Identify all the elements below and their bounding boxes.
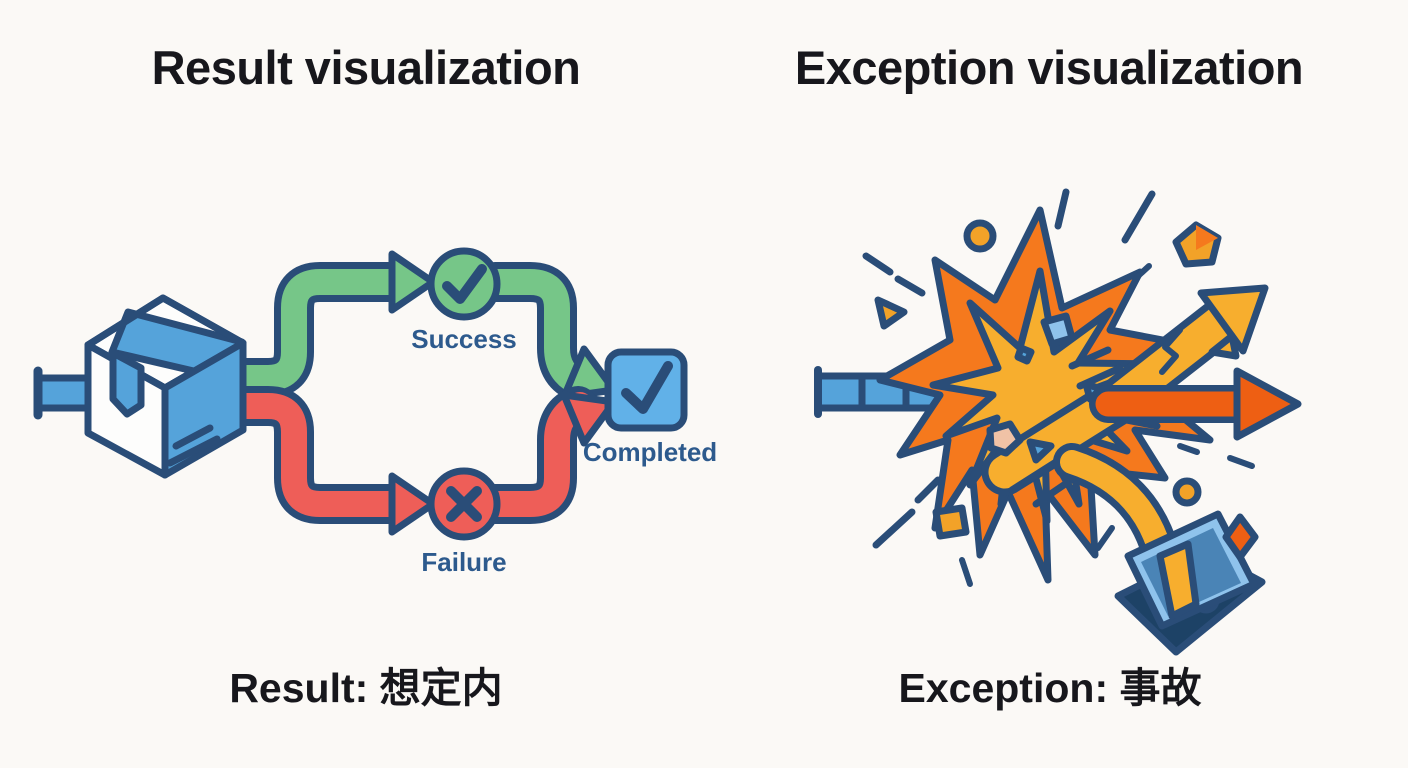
tape-flap (109, 349, 145, 418)
left-caption: Result: 想定内 (229, 665, 503, 711)
check-circle-icon (427, 247, 501, 321)
success-path (223, 250, 618, 402)
debris-orange-diamond (1222, 513, 1259, 561)
completed-label: Completed (582, 437, 718, 467)
debris-blue-square (1040, 312, 1076, 348)
debris-circle (963, 219, 997, 253)
package-box-icon (84, 294, 247, 479)
debris-pink (986, 420, 1024, 457)
left-title: Result visualization (151, 41, 581, 94)
debris-gold-square (932, 504, 970, 540)
right-caption: Exception: 事故 (898, 665, 1202, 711)
crack-line (1159, 327, 1183, 375)
x-circle-icon (427, 467, 501, 541)
failure-arrowhead (388, 472, 437, 536)
spill-path (1053, 443, 1179, 569)
right-title: Exception visualization (794, 41, 1304, 94)
result-flow-diagram (33, 247, 688, 541)
failure-label: Failure (421, 547, 507, 577)
checked-checkbox-icon (604, 348, 688, 432)
success-label: Success (411, 324, 517, 354)
exception-diagram (814, 188, 1302, 656)
failure-arrowhead-2 (560, 391, 618, 447)
success-arrowhead (388, 250, 437, 314)
tipped-open-box-icon (1114, 510, 1266, 656)
failure-path (223, 386, 618, 536)
debris-shapes (874, 219, 1259, 561)
horizontal-arrow-icon (1089, 367, 1302, 441)
speed-lines (862, 188, 1255, 587)
